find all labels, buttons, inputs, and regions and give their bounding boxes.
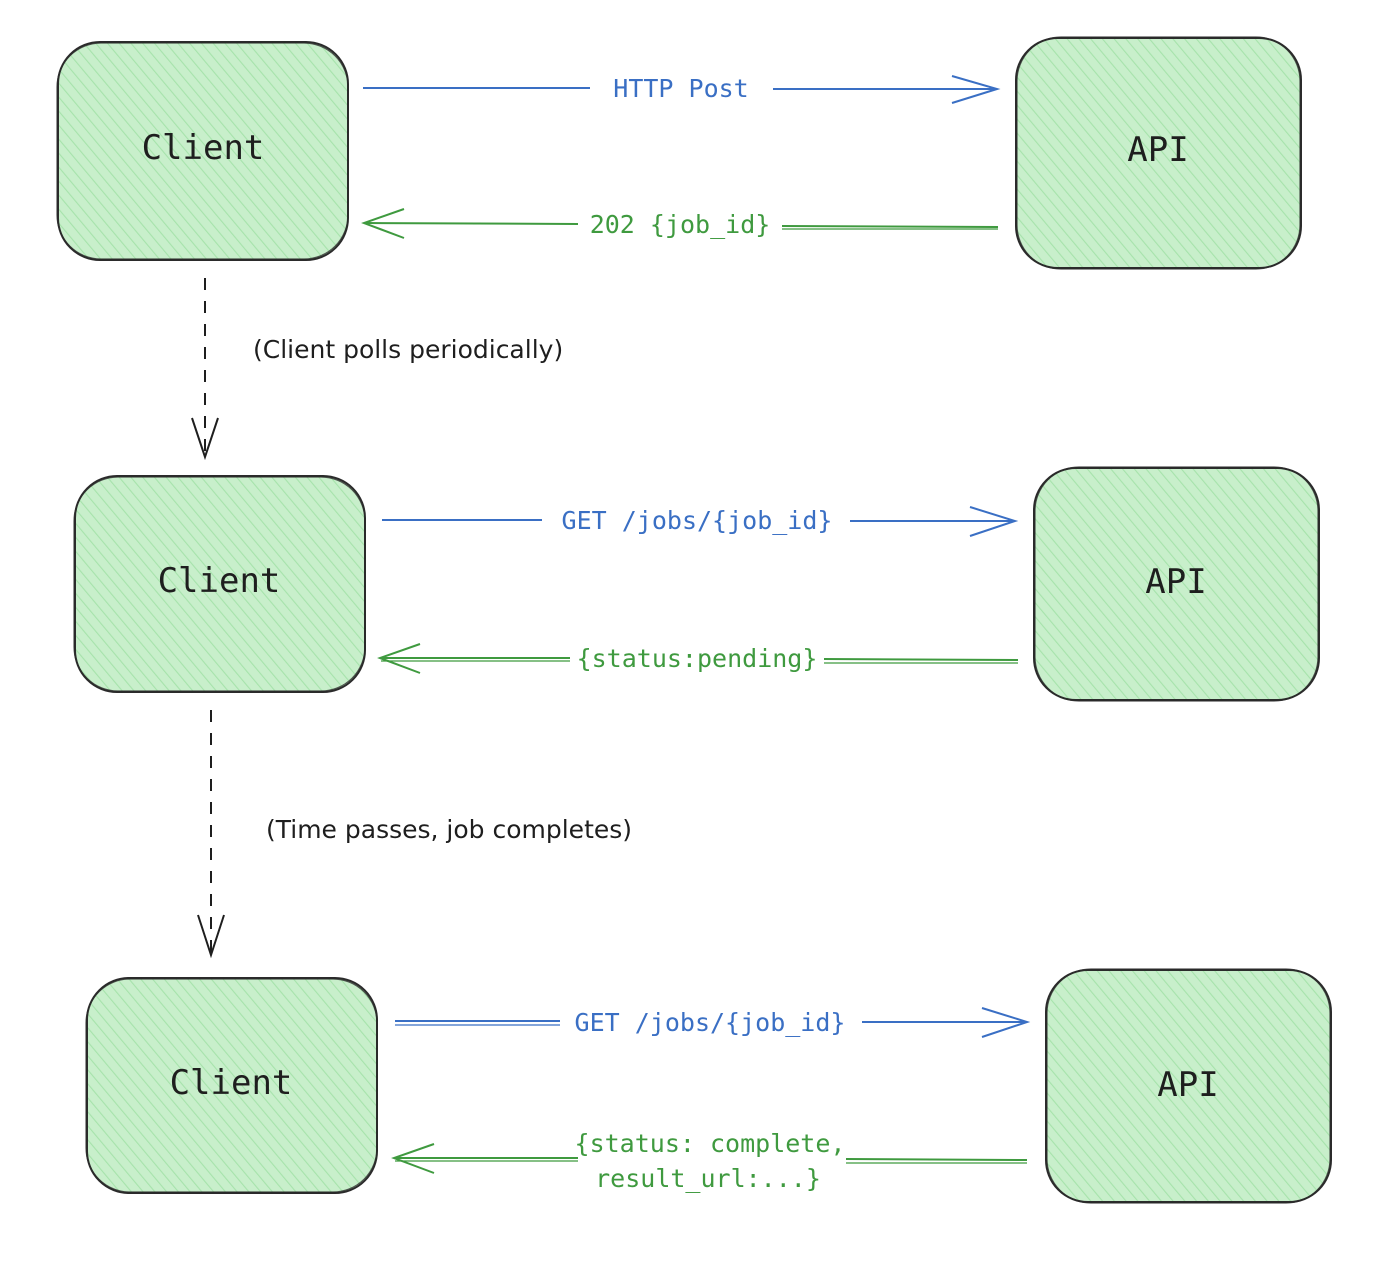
api-label-1: API [1127, 130, 1188, 170]
response-arrow-1: 202 {job_id} [361, 208, 999, 239]
response-label-1: 202 {job_id} [590, 210, 771, 239]
timeline-arrow-2: (Time passes, job completes) [197, 710, 632, 959]
client-box-1[interactable]: Client [56, 41, 349, 261]
request-arrow-1: HTTP Post [363, 74, 1001, 104]
request-arrow-3: GET /jobs/{job_id} [395, 1007, 1031, 1038]
row-1: Client API HTTP Post 202 {job_id} [56, 36, 1302, 270]
response-arrow-2: {status:pending} [377, 643, 1019, 674]
request-arrow-2: GET /jobs/{job_id} [382, 506, 1019, 537]
timeline-note-1: (Client polls periodically) [253, 335, 563, 364]
client-box-3[interactable]: Client [85, 977, 378, 1194]
api-box-3[interactable]: API [1045, 968, 1332, 1204]
row-3: Client API GET /jobs/{job_id} {status: c… [85, 968, 1332, 1204]
api-label-3: API [1157, 1065, 1218, 1105]
request-label-2: GET /jobs/{job_id} [562, 506, 833, 535]
response-label-3-line-1: {status: complete, [575, 1129, 846, 1158]
row-2: Client API GET /jobs/{job_id} {status:pe… [73, 466, 1320, 702]
client-label-1: Client [142, 128, 265, 168]
timeline-note-2: (Time passes, job completes) [266, 815, 632, 844]
client-label-2: Client [158, 561, 281, 601]
response-arrow-3: {status: complete, result_url:...} [391, 1129, 1028, 1193]
request-label-1: HTTP Post [613, 74, 748, 103]
api-box-1[interactable]: API [1015, 36, 1302, 270]
api-box-2[interactable]: API [1033, 466, 1320, 702]
api-label-2: API [1145, 562, 1206, 602]
client-box-2[interactable]: Client [73, 475, 366, 693]
timeline-arrow-1: (Client polls periodically) [191, 278, 563, 461]
response-label-2: {status:pending} [577, 644, 818, 673]
client-label-3: Client [170, 1063, 293, 1103]
request-label-3: GET /jobs/{job_id} [575, 1008, 846, 1037]
response-label-3-line-2: result_url:...} [595, 1164, 821, 1193]
